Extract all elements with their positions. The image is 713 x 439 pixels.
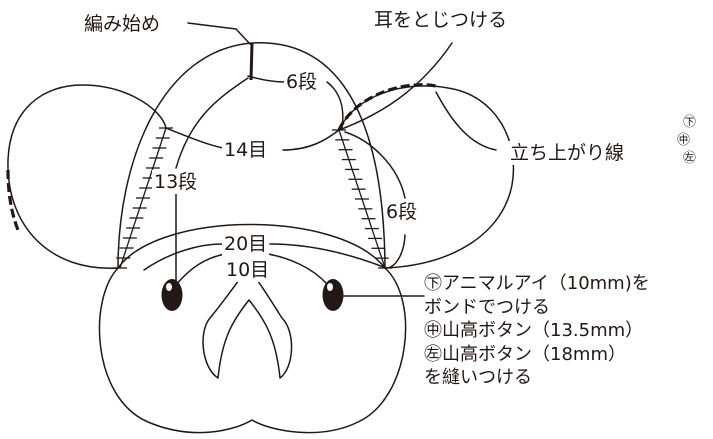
leader-6-rows-right [385, 234, 406, 269]
clipped-note-line: ㊥ [677, 133, 691, 148]
left-eye-icon [161, 279, 183, 311]
clipped-note-line: ㊦ [683, 115, 697, 130]
eyes [161, 279, 344, 311]
note-line: ㊧山高ボタン（18mm） [424, 343, 626, 365]
clipped-note: ㊦ ㊥ ㊧ [677, 114, 697, 168]
label-rise-line: 立ち上がり線 [508, 141, 627, 165]
leader-rise-line [435, 91, 497, 151]
leader-start [187, 22, 251, 45]
right-ear-outline [338, 85, 515, 269]
inner-muzzle-outline [202, 267, 293, 379]
head-top-outline [117, 42, 386, 269]
clipped-note-line: ㊧ [683, 151, 697, 166]
label-start: 編み始め [82, 12, 163, 36]
leader-14-sts-right [282, 129, 340, 151]
eye-attachment-note: ㊦アニマルアイ（10mm)を ボンドでつける ㊥山高ボタン（13.5mm） ㊧山… [424, 272, 650, 390]
label-6-rows-top: 6段 [284, 70, 320, 94]
leader-6-rows-top [247, 75, 286, 83]
leader-6-rows-top-right [326, 81, 344, 129]
leader-13-rows-top [175, 77, 249, 169]
leader-attach-ears [338, 42, 453, 131]
label-13-rows: 13段 [152, 170, 200, 194]
note-line: を縫いつける [424, 367, 532, 388]
leader-10-sts-right [267, 253, 327, 284]
rise-line-right-ear [337, 83, 437, 131]
leader-20-sts [143, 243, 223, 271]
leader-10-sts [175, 253, 226, 286]
right-eye-icon [322, 279, 344, 311]
label-6-rows-right: 6段 [384, 200, 420, 224]
label-14-sts: 14目 [222, 138, 270, 162]
note-line: ㊥山高ボタン（13.5mm） [424, 320, 644, 341]
label-10-sts: 10目 [224, 258, 272, 282]
note-line: ボンドでつける [424, 296, 550, 318]
label-20-sts: 20目 [222, 232, 270, 256]
leader-20-sts-right [269, 243, 387, 269]
note-line: ㊦アニマルアイ（10mm)を [424, 273, 650, 294]
muzzle-outline [98, 223, 407, 434]
left-ear-outline [7, 84, 167, 269]
right-eye-highlight [327, 283, 333, 291]
leader-6-rows-right-top [344, 131, 406, 199]
rise-line-left-ear [6, 169, 20, 231]
start-mark [249, 42, 254, 81]
label-attach-ears: 耳をとじつける [372, 8, 510, 32]
left-eye-highlight [166, 283, 172, 291]
